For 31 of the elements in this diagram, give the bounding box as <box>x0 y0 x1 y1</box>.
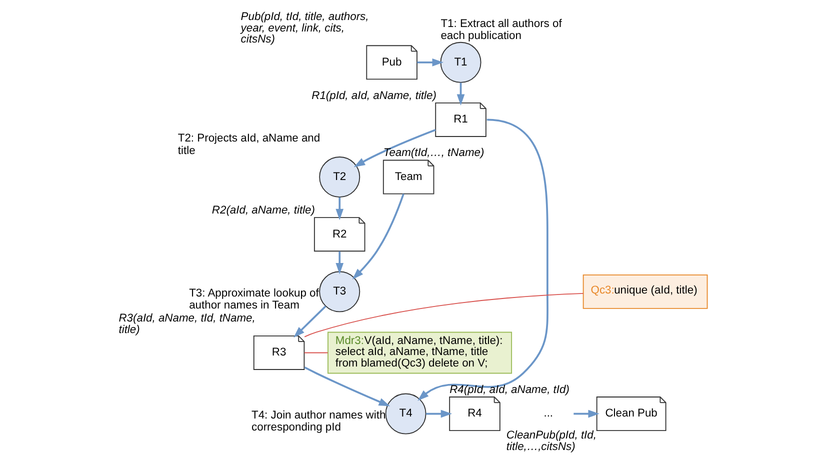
node-label: R2(aId, aName, title) <box>212 204 316 216</box>
node-box: Mdr3:V(aId, aName, tName, title): select aId, aName, tName, title from blamed(Qc3) delete on V; <box>328 332 512 374</box>
arrow <box>426 410 452 418</box>
arrow <box>352 194 404 280</box>
node-circle: T2 <box>319 156 360 198</box>
arrow <box>456 82 465 106</box>
node-label: T1: Extract all authors of each publication <box>440 18 562 42</box>
node-circle: T4 <box>385 393 426 434</box>
node-label: Team(tId,…, tName) <box>383 147 484 160</box>
arrow <box>304 366 390 406</box>
arrow <box>354 129 436 168</box>
node-label: R3(aId, aName, tId, tName, title) <box>118 312 256 336</box>
node-label: T4: Join author names with corresponding pId <box>252 410 386 434</box>
node-label: Pub(pId, tId, title, authors, year, event, link, cits, citsNs) <box>240 11 369 46</box>
arrow <box>336 251 344 274</box>
connector <box>304 352 328 354</box>
arrow <box>417 58 444 66</box>
arrow <box>574 410 600 418</box>
node-circle: T1 <box>440 42 482 83</box>
arrow <box>418 118 548 401</box>
node-label: T2: Projects aId, aName and title <box>178 132 320 157</box>
node-text: ... <box>544 408 554 420</box>
node-label: T3: Approximate lookup of author names in Team <box>189 287 319 312</box>
connector <box>304 292 584 338</box>
arrow <box>336 197 344 220</box>
arrow <box>294 306 326 338</box>
node-label: CleanPub(pId, tId, title,…,citsNs) <box>506 430 596 453</box>
node-circle: T3 <box>319 271 360 312</box>
node-label: R4(pId, aId, aName, tId) <box>450 384 570 396</box>
node-box: Qc3:unique (aId, title) <box>582 274 708 309</box>
node-label: R1(pId, aId, aName, title) <box>312 90 436 102</box>
